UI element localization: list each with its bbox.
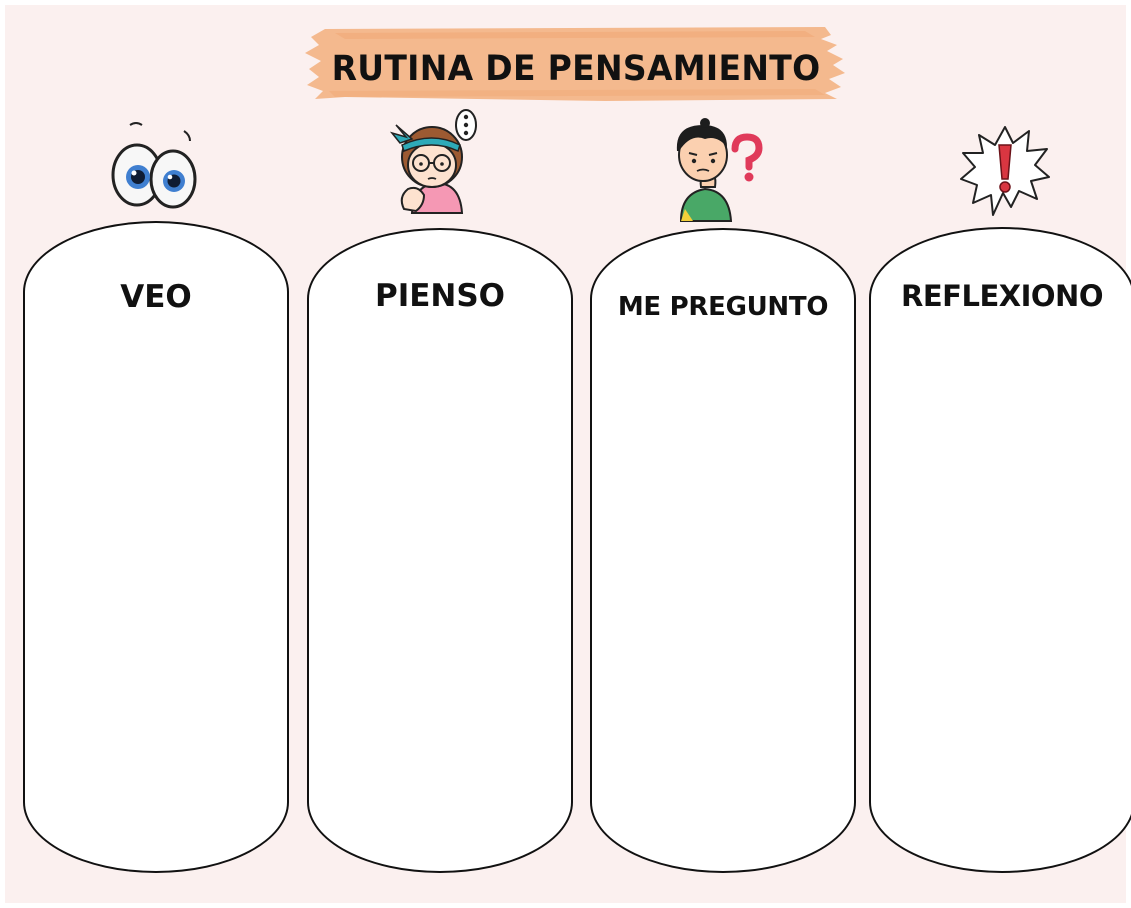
page-title: RUTINA DE PENSAMIENTO [331,47,821,89]
column-label-veo: VEO [120,279,192,315]
column-label-reflexiono: REFLEXIONO [901,279,1103,313]
column-veo[interactable]: VEO [23,221,289,873]
title-banner: RUTINA DE PENSAMIENTO [305,25,847,103]
brush-stroke-shape [305,27,845,101]
column-pienso[interactable]: PIENSO [307,228,573,873]
column-me-pregunto[interactable]: ME PREGUNTO [590,228,856,873]
worksheet-page: RUTINA DE PENSAMIENTO [5,5,1131,903]
exclamation-speech-bubble-icon [959,123,1051,219]
thinking-girl-icon [390,105,482,217]
column-label-me-pregunto: ME PREGUNTO [617,292,829,322]
eyes-icon [108,117,200,212]
column-label-pienso: PIENSO [374,278,506,314]
confused-boy-question-icon [665,117,767,223]
column-reflexiono[interactable]: REFLEXIONO [869,227,1131,873]
